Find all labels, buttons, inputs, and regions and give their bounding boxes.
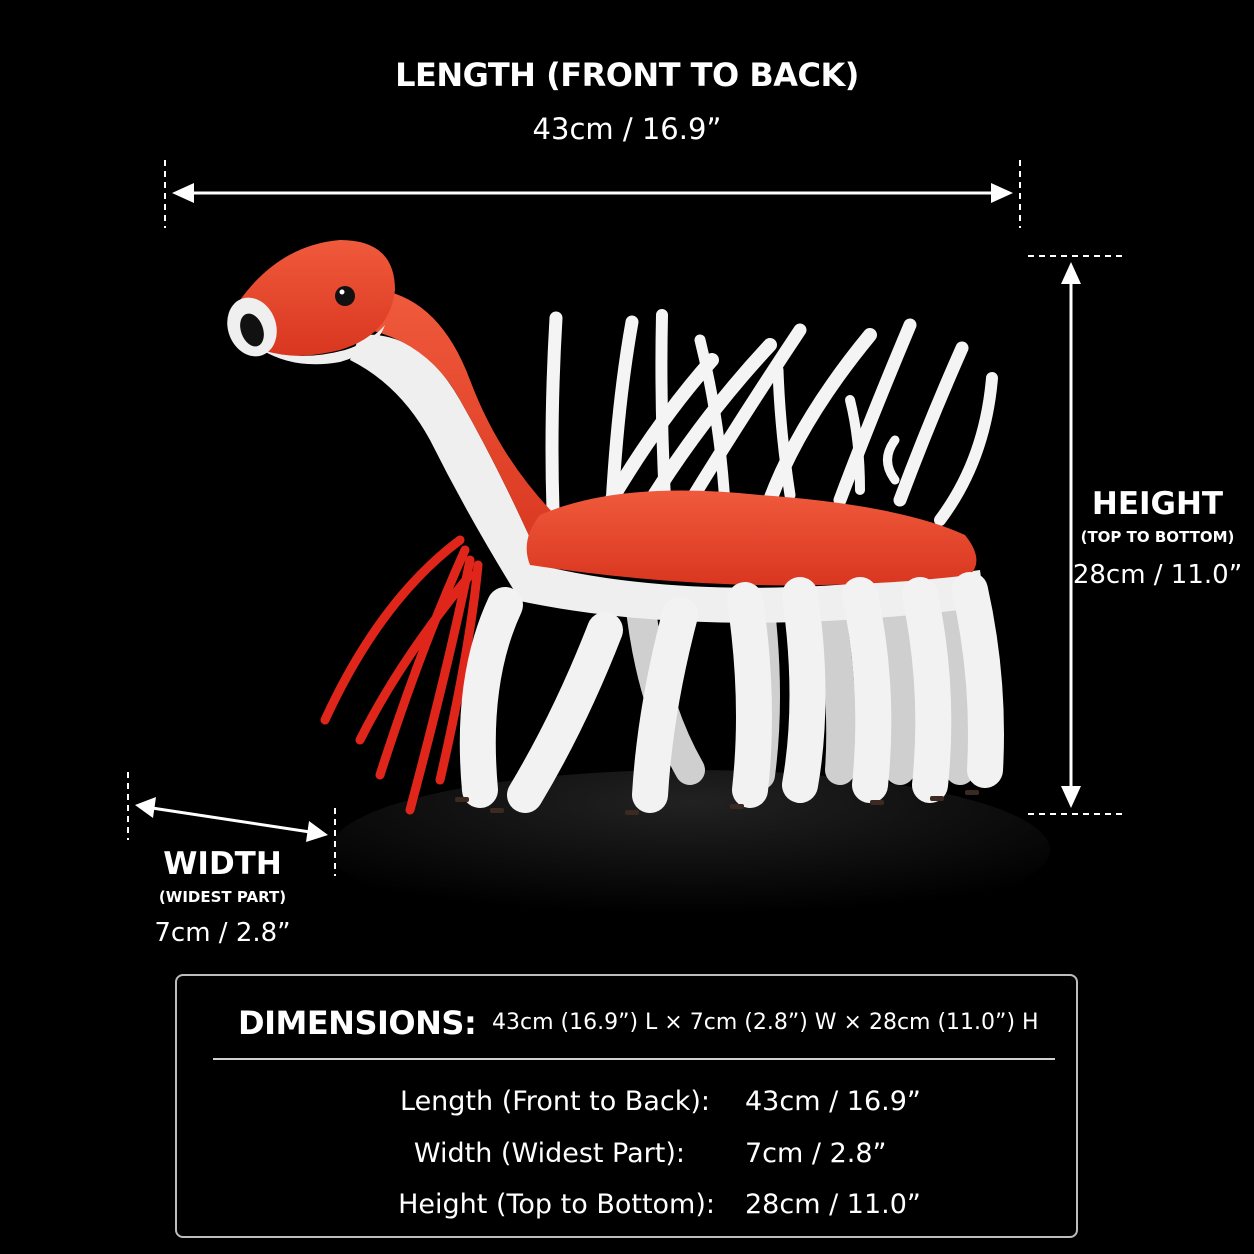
- dimensions-panel: [175, 974, 1078, 1238]
- plush-creature-illustration: [227, 240, 1004, 815]
- dimension-row-width-label: Width (Widest Part):: [413, 1138, 685, 1169]
- dimension-row-width-value: 7cm / 2.8”: [745, 1138, 887, 1169]
- dimension-row-height-value: 28cm / 11.0”: [745, 1189, 921, 1220]
- width-title: WIDTH: [163, 846, 282, 882]
- floor-reflection: [330, 770, 1050, 930]
- dimensions-summary: 43cm (16.9”) L × 7cm (2.8”) W × 28cm (11…: [492, 1010, 1039, 1035]
- height-value: 28cm / 11.0”: [1072, 560, 1243, 590]
- eye-icon: [335, 286, 355, 306]
- width-arrow-icon: [127, 772, 336, 876]
- width-subtitle: (WIDEST PART): [158, 888, 287, 906]
- height-arrow-icon: [1028, 255, 1126, 815]
- dimensions-label: DIMENSIONS:: [238, 1004, 477, 1042]
- dimensions-divider: [213, 1058, 1055, 1060]
- dimension-row-length-value: 43cm / 16.9”: [745, 1086, 921, 1117]
- length-title: LENGTH (FRONT TO BACK): [395, 56, 859, 94]
- dimension-row-length-label: Length (Front to Back):: [400, 1086, 710, 1117]
- height-subtitle: (TOP TO BOTTOM): [1080, 528, 1235, 546]
- width-value: 7cm / 2.8”: [154, 918, 291, 948]
- dimension-row-height-label: Height (Top to Bottom):: [398, 1189, 715, 1220]
- length-value: 43cm / 16.9”: [532, 112, 722, 146]
- length-arrow-icon: [164, 160, 1021, 228]
- height-title: HEIGHT: [1091, 486, 1224, 522]
